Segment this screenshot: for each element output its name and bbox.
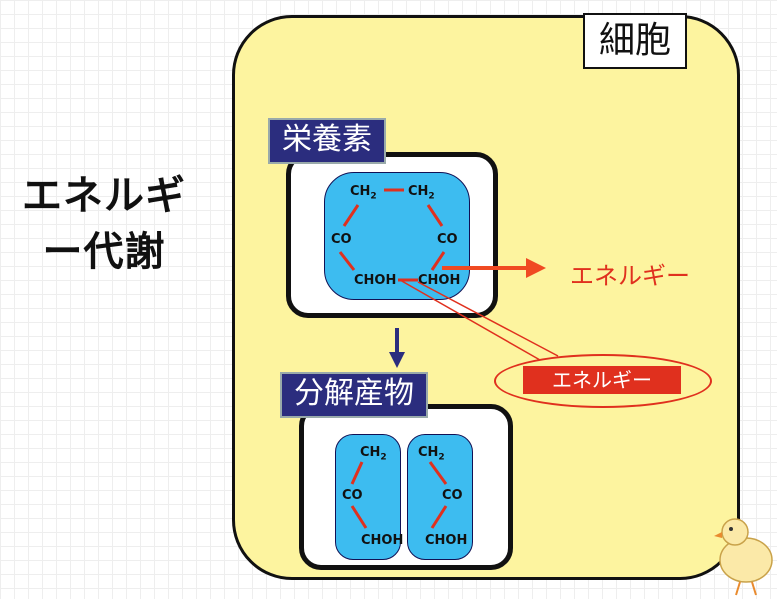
product-molecule-left (335, 434, 401, 560)
callout-line-1 (399, 279, 541, 361)
product-left-ch2: CH2 (360, 445, 387, 463)
product-left-co: CO (342, 488, 363, 503)
down-arrow-head (389, 352, 405, 368)
cell-label: 細胞 (583, 13, 687, 69)
diagram-title-text: エネルギー代謝 (22, 173, 186, 275)
ch2-subscript: 2 (370, 191, 377, 202)
product-molecule-right (407, 434, 473, 560)
product-left-bond-2 (350, 505, 368, 529)
nutrient-co-right: CO (437, 232, 458, 247)
energy-bond-label: エネルギー (523, 366, 681, 394)
diagram-title: エネルギー代謝 (4, 168, 204, 280)
bond-lower-left (338, 251, 356, 271)
product-right-bond-1 (428, 461, 448, 485)
ch2-subscript: 2 (380, 452, 387, 463)
energy-output-label: エネルギー (570, 262, 690, 290)
nutrient-choh-right: CHOH (418, 273, 461, 288)
nutrient-ch2-right: CH2 (408, 184, 435, 202)
nutrient-choh-left: CHOH (354, 273, 397, 288)
ch2-text: CH (350, 184, 371, 199)
energy-callout-ellipse (494, 354, 712, 408)
nutrient-molecule (324, 172, 470, 300)
bond-upper-right (426, 204, 444, 227)
product-left-choh: CHOH (361, 533, 404, 548)
chick-illustration-icon (714, 518, 773, 596)
ch2-subscript: 2 (438, 452, 445, 463)
product-left-bond-1 (350, 461, 364, 485)
nutrient-label: 栄養素 (268, 118, 386, 164)
bond-upper-left (342, 204, 360, 227)
ch2-text: CH (408, 184, 429, 199)
product-right-ch2: CH2 (418, 445, 445, 463)
callout-line-2 (417, 281, 559, 357)
bond-lower-right (430, 251, 446, 271)
product-right-bond-2 (430, 505, 448, 529)
nutrient-co-left: CO (331, 232, 352, 247)
energy-arrow-head (526, 258, 546, 278)
nutrient-ch2-left: CH2 (350, 184, 377, 202)
product-label: 分解産物 (280, 372, 428, 418)
product-right-co: CO (442, 488, 463, 503)
product-right-choh: CHOH (425, 533, 468, 548)
ch2-text: CH (360, 445, 381, 460)
ch2-subscript: 2 (428, 191, 435, 202)
ch2-text: CH (418, 445, 439, 460)
